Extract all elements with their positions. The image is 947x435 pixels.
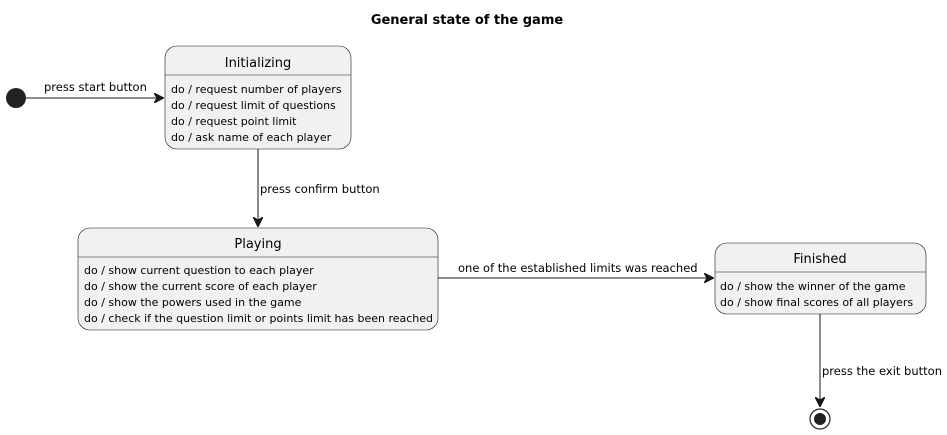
state-initializing-action: do / request point limit xyxy=(171,115,297,128)
transition-limits-label: one of the established limits was reache… xyxy=(458,261,698,275)
state-playing-action: do / check if the question limit or poin… xyxy=(84,312,433,325)
transition-start: press start button xyxy=(26,80,163,98)
transition-exit: press the exit button xyxy=(820,314,942,406)
state-playing-name: Playing xyxy=(234,237,281,252)
transition-start-label: press start button xyxy=(44,80,147,94)
transition-limits: one of the established limits was reache… xyxy=(438,261,713,278)
state-initializing: Initializing do / request number of play… xyxy=(164,45,352,150)
state-finished: Finished do / show the winner of the gam… xyxy=(714,242,927,315)
state-finished-action: do / show final scores of all players xyxy=(720,296,913,309)
state-initializing-name: Initializing xyxy=(225,56,292,71)
diagram-title: General state of the game xyxy=(371,13,564,28)
state-playing-action: do / show the powers used in the game xyxy=(84,296,302,309)
transition-confirm: press confirm button xyxy=(258,149,380,226)
transition-confirm-label: press confirm button xyxy=(260,182,380,196)
state-playing-action: do / show the current score of each play… xyxy=(84,280,317,293)
state-initializing-action: do / ask name of each player xyxy=(171,131,332,144)
final-state-icon xyxy=(809,408,831,430)
transition-exit-label: press the exit button xyxy=(822,364,942,378)
state-finished-action: do / show the winner of the game xyxy=(720,280,906,293)
state-finished-name: Finished xyxy=(793,252,846,267)
initial-state-dot xyxy=(6,88,26,108)
state-initializing-action: do / request number of players xyxy=(171,83,342,96)
state-playing: Playing do / show current question to ea… xyxy=(77,227,439,331)
state-playing-action: do / show current question to each playe… xyxy=(84,264,314,277)
state-initializing-action: do / request limit of questions xyxy=(171,99,336,112)
